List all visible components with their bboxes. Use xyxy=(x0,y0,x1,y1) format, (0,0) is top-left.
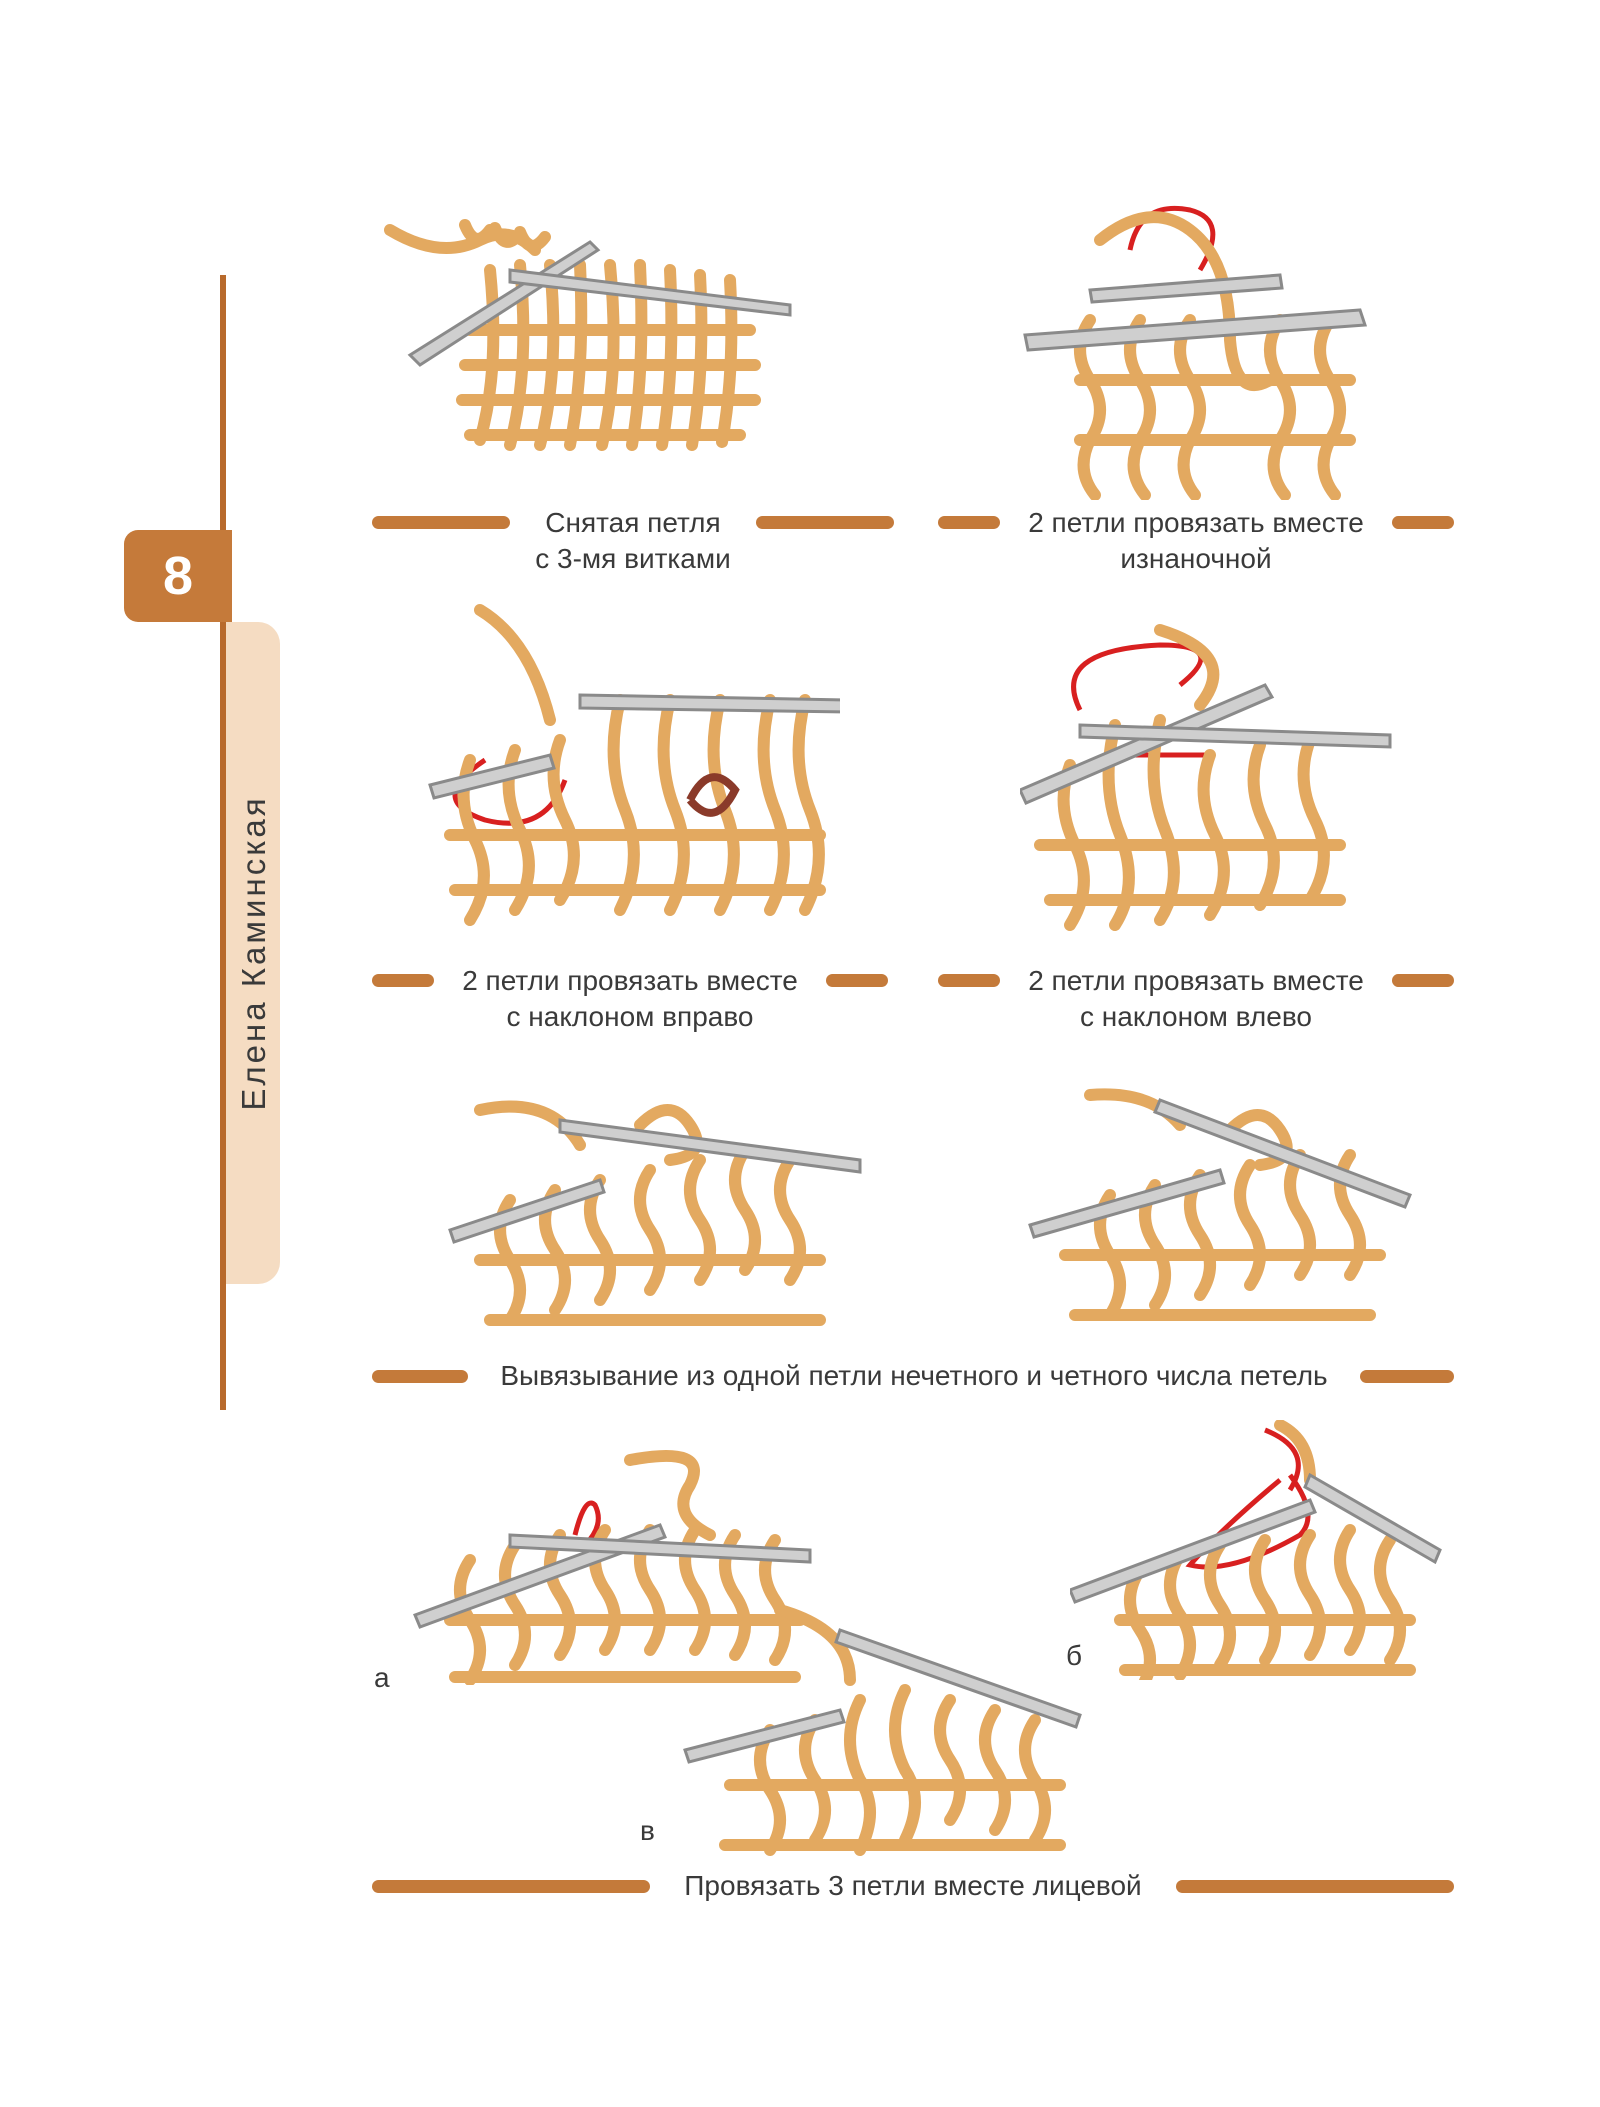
figure-increase-even xyxy=(1028,1088,1412,1321)
caption-purl-two-together: 2 петли провязать вместе изнаночной xyxy=(1028,507,1364,574)
page-number-tab: 8 xyxy=(124,530,232,622)
caption-bar-right xyxy=(1176,1880,1454,1893)
caption-bar-left xyxy=(938,974,1000,987)
sidebar-rule xyxy=(220,275,226,1410)
caption-increase: Вывязывание из одной петли нечетного и ч… xyxy=(500,1360,1328,1391)
figure-increase-odd xyxy=(448,1100,862,1326)
figure-slipped-stitch xyxy=(384,219,792,451)
caption-bar-left xyxy=(372,974,434,987)
caption-bar-left xyxy=(372,1880,650,1893)
figure-k2tog-left xyxy=(1020,624,1392,931)
figure-letter-v: в xyxy=(640,1815,655,1846)
figure-k3tog-b xyxy=(1070,1420,1442,1680)
author-name: Елена Каминская xyxy=(235,795,272,1111)
caption-bar-right xyxy=(826,974,888,987)
caption-bar-left xyxy=(938,516,1000,529)
caption-k3tog: Провязать 3 петли вместе лицевой xyxy=(684,1870,1142,1901)
caption-bar-left xyxy=(372,516,510,529)
figure-k3tog-v xyxy=(683,1604,1082,1856)
author-tab xyxy=(226,622,280,1284)
figure-purl-two-together xyxy=(1023,205,1368,500)
caption-bar-left xyxy=(372,1370,468,1383)
page-number: 8 xyxy=(162,546,194,606)
figure-letter-a: а xyxy=(374,1662,390,1693)
caption-bar-right xyxy=(1360,1370,1454,1383)
caption-slipped-stitch: Снятая петля с 3-мя витками xyxy=(535,507,731,574)
figure-letter-b: б xyxy=(1066,1640,1083,1671)
caption-k2tog-right: 2 петли провязать вместе с наклоном впра… xyxy=(462,965,798,1032)
caption-bar-right xyxy=(756,516,894,529)
caption-bar-right xyxy=(1392,974,1454,987)
caption-k2tog-left: 2 петли провязать вместе с наклоном влев… xyxy=(1028,965,1364,1032)
caption-bar-right xyxy=(1392,516,1454,529)
figure-k3tog-a xyxy=(413,1449,812,1685)
figure-k2tog-right xyxy=(428,604,840,926)
